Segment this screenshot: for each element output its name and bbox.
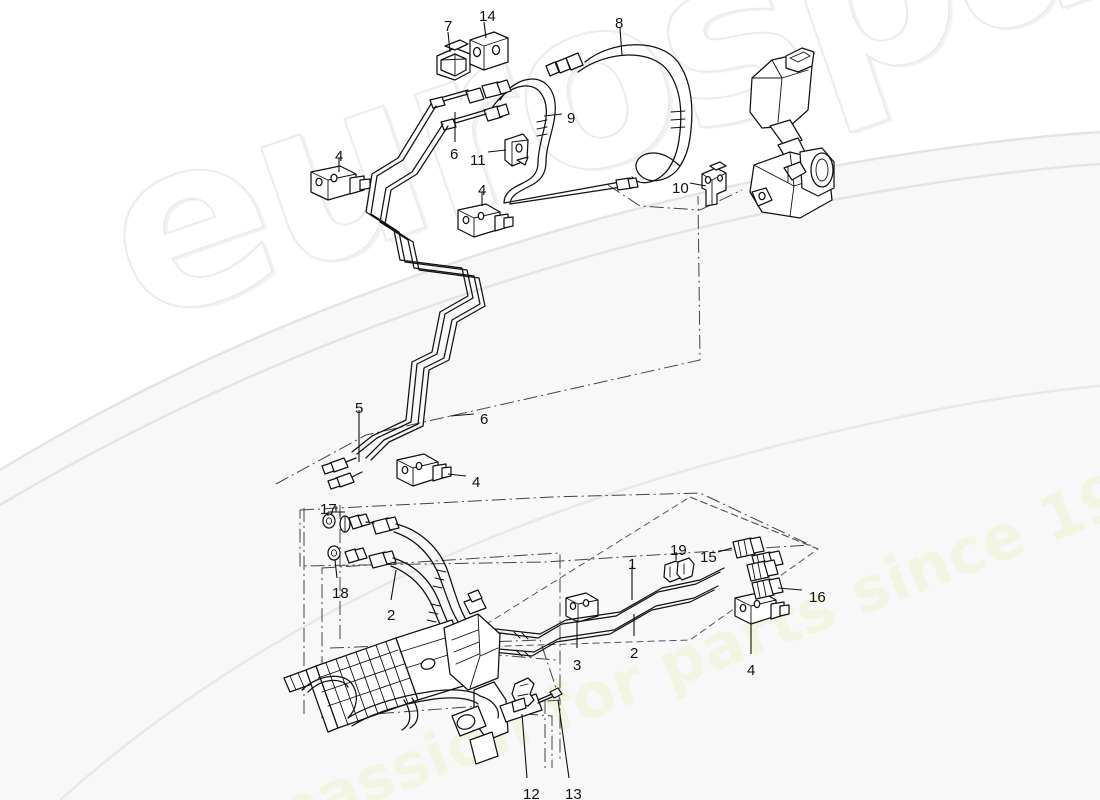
hose-9-return <box>491 78 639 205</box>
steering-gear-rack <box>283 589 543 765</box>
assembly-boundary-mid <box>299 492 812 567</box>
callout-return-hose-9: 9 <box>567 110 576 127</box>
callout-line-retaining-clip-11: 11 <box>470 152 486 169</box>
pipe-6-long-run <box>321 103 486 490</box>
callout-rubber-mount-block-14: 14 <box>479 8 496 25</box>
callout-pressure-line-pipe-6: 6 <box>450 146 459 163</box>
callout-double-pipe-clamp-4: 4 <box>335 148 344 165</box>
callout-single-pipe-clamp-3: 3 <box>573 657 582 674</box>
pipe-1-2-main-run <box>453 567 725 658</box>
callout-pressure-line-pipe-6: 6 <box>480 411 489 428</box>
callout-hex-bolt-13: 13 <box>565 786 582 800</box>
clamp-4-middle <box>457 203 514 238</box>
hose-2-assembly <box>344 513 471 649</box>
callout-hose-bracket-7: 7 <box>444 18 453 35</box>
clip-11-line-retainer <box>504 133 529 167</box>
clip-19-pipe-spacer <box>663 557 695 583</box>
callout-sealing-ring-18: 18 <box>332 585 349 602</box>
pipe-6-connectors <box>429 79 512 131</box>
assembly-boundary-upper <box>275 195 701 485</box>
callout-suction-line-pipe-5: 5 <box>355 400 364 417</box>
clamp-4-lower-right <box>734 591 790 625</box>
callout-main-pipe-assembly-1: 1 <box>628 556 637 573</box>
bracket-7-hose-holder <box>436 39 471 81</box>
clamp-3-single <box>565 592 599 623</box>
callout-high-pressure-hose-8: 8 <box>615 15 624 32</box>
bracket-12-line-holder <box>511 677 535 713</box>
callout-hose-line-assembly-2: 2 <box>387 607 396 624</box>
callout-double-pipe-clamp-4: 4 <box>478 182 487 199</box>
callout-hose-line-assembly-2: 2 <box>630 645 639 662</box>
power-steering-pump-assembly <box>749 47 835 219</box>
union-fitting-16 <box>746 559 784 600</box>
callout-union-fitting-16: 16 <box>809 589 826 606</box>
clamp-4-upper-left <box>310 165 371 201</box>
sealing-rings-17 <box>322 513 351 533</box>
callout-line-bracket-12: 12 <box>523 786 540 800</box>
callout-union-fitting-15: 15 <box>700 549 717 566</box>
bolt-13-hex <box>537 687 563 704</box>
assembly-boundary-right <box>446 496 820 649</box>
callout-sealing-ring-17: 17 <box>320 501 337 518</box>
clamp-4-lower-left <box>396 453 452 487</box>
hose-8-high-pressure <box>545 44 693 184</box>
bracket-10-pump-mount <box>701 161 727 207</box>
assembly-boundary-pump <box>607 184 743 211</box>
sealing-ring-18 <box>327 545 341 561</box>
callout-double-pipe-clamp-4: 4 <box>472 474 481 491</box>
mount-14-rubber-block <box>469 31 509 71</box>
callout-pump-mounting-bracket-10: 10 <box>672 180 689 197</box>
callout-double-pipe-clamp-4: 4 <box>747 662 756 679</box>
callout-pipe-spacer-clip-19: 19 <box>670 542 687 559</box>
